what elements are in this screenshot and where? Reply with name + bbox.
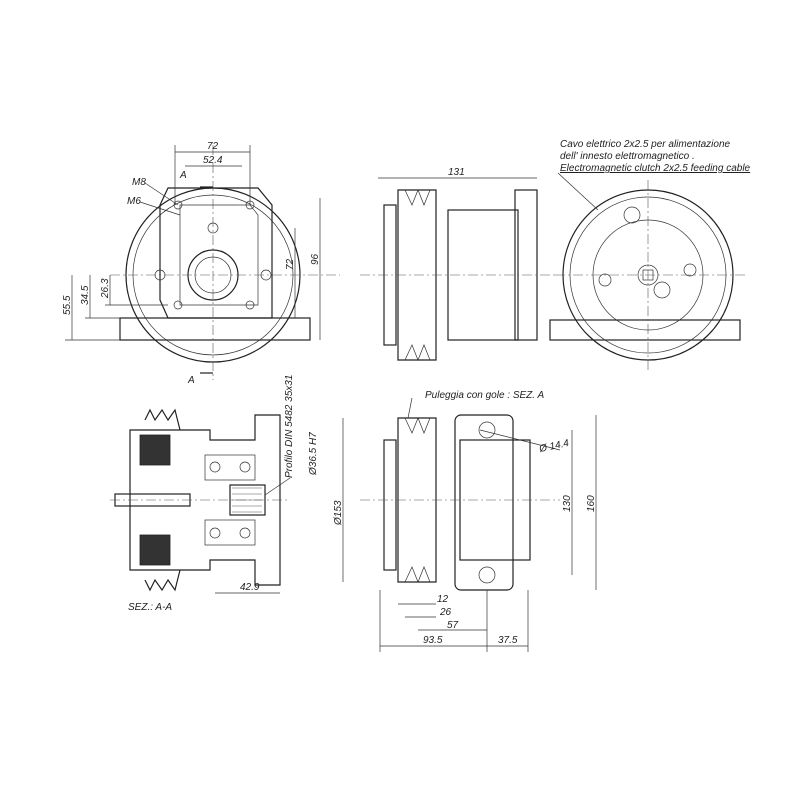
front-view: 72 52.4 M8 M6 A A 55.5 34.5 26.3 72 96 (62, 141, 340, 386)
cable-note-it-1: Cavo elettrico 2x2.5 per alimentazione (560, 139, 731, 150)
thread-m8-label: M8 (132, 177, 146, 188)
dim-26-3: 26.3 (100, 278, 111, 299)
dim-72-right: 72 (285, 258, 296, 270)
dim-57: 57 (447, 620, 459, 631)
dim-34-5: 34.5 (80, 285, 91, 305)
bore-note: Ø36.5 H7 (308, 432, 319, 476)
dim-93-5: 93.5 (423, 635, 443, 646)
dim-72-top: 72 (207, 141, 219, 152)
dim-26: 26 (439, 607, 452, 618)
cable-note-it-2: dell' innesto elettromagnetico . (560, 151, 695, 162)
section-view: 42.9 SEZ.: A-A Profilo DIN 5482 35x31 Ø3… (110, 375, 319, 613)
hole-diameter: Ø 14.4 (537, 438, 570, 455)
end-view: Cavo elettrico 2x2.5 per alimentazione d… (549, 139, 751, 370)
dim-96: 96 (310, 253, 321, 265)
side-view: 131 (360, 167, 555, 361)
profile-note: Profilo DIN 5482 35x31 (284, 375, 295, 478)
dim-160: 160 (586, 495, 597, 512)
thread-m6-label: M6 (127, 196, 141, 207)
cable-note-en: Electromagnetic clutch 2x2.5 feeding cab… (560, 163, 751, 174)
dim-12: 12 (437, 594, 449, 605)
dim-131: 131 (448, 167, 465, 178)
section-mark-bottom: A (187, 375, 195, 386)
pulley-note: Puleggia con gole : SEZ. A (425, 390, 544, 401)
dim-55-5: 55.5 (62, 295, 73, 315)
section-label: SEZ.: A-A (128, 602, 172, 613)
dim-37-5: 37.5 (498, 635, 518, 646)
dim-42-9: 42.9 (240, 582, 260, 593)
lower-side-view: Puleggia con gole : SEZ. A Ø 14.4 Ø153 1… (333, 390, 597, 652)
dim-130: 130 (562, 495, 573, 512)
dim-dia-153: Ø153 (333, 500, 344, 526)
dim-52-4: 52.4 (203, 155, 223, 166)
section-mark-top: A (179, 170, 187, 181)
